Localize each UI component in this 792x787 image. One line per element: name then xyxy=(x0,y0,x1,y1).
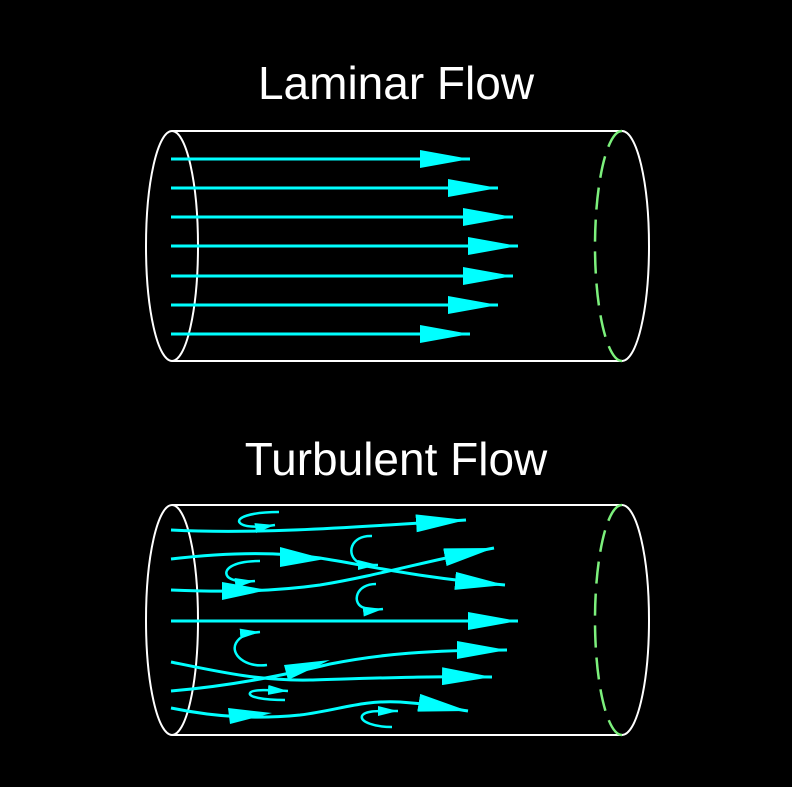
turbulent-streamline-3 xyxy=(170,546,495,593)
arrowhead-icon xyxy=(284,660,330,680)
turbulent-midline-arrowheads xyxy=(222,547,330,724)
turbulent-streamline-6 xyxy=(170,660,493,686)
laminar-streamlines xyxy=(171,150,518,343)
eddy-2 xyxy=(350,534,379,571)
turbulent-streamline-5 xyxy=(170,641,508,693)
pipe-outlet-front-arc xyxy=(621,504,650,736)
turbulent-flow-title: Turbulent Flow xyxy=(244,433,548,485)
eddy-7 xyxy=(360,705,399,729)
turbulent-streamline-1 xyxy=(170,514,467,533)
arrowhead-icon xyxy=(228,708,272,724)
turbulent-eddies xyxy=(225,510,399,729)
arrowhead-icon xyxy=(280,547,325,567)
arrowhead-icon xyxy=(222,582,268,600)
pipe-outlet-back-arc-dashed xyxy=(593,129,623,363)
pipe-outlet-back-arc-dashed xyxy=(593,503,623,737)
pipe-outlet-front-arc xyxy=(621,130,650,362)
laminar-flow-title: Laminar Flow xyxy=(257,57,535,109)
eddy-4 xyxy=(355,582,384,617)
eddy-1 xyxy=(237,510,280,533)
eddy-5 xyxy=(233,628,268,667)
eddy-6 xyxy=(248,684,289,702)
turbulent-streamline-7 xyxy=(170,693,469,719)
turbulent-streamlines xyxy=(170,514,518,719)
eddy-3 xyxy=(225,559,261,588)
